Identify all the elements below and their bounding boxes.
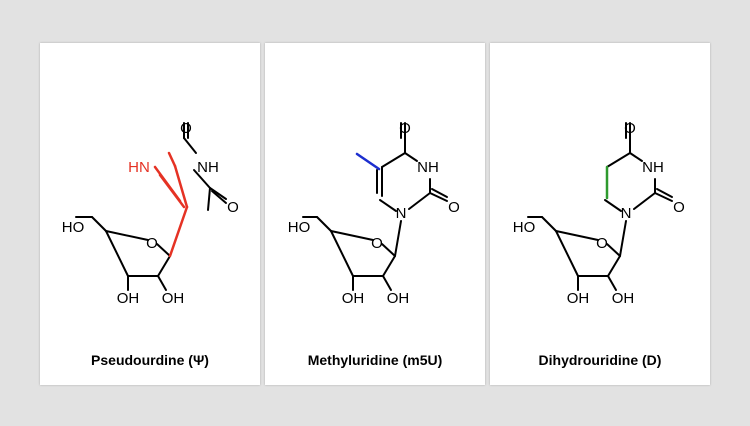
pseudouridine-structure: O HN NH O O HO OH OH [62,120,239,307]
atom-nh: NH [197,159,219,176]
atom-o-right: O [673,199,685,216]
atom-ho: HO [513,219,536,236]
atom-o-right: O [227,199,239,216]
pseudouridine-highlight-bonds [153,151,189,258]
atom-o-ring: O [596,235,608,252]
methyluridine-structure: O NH N O O HO OH OH [288,120,460,307]
atom-nh: NH [642,159,664,176]
atom-n: N [396,205,407,222]
caption-methyluridine: Methyluridine (m5U) [307,352,443,368]
atom-n: N [621,205,632,222]
atom-ho: HO [62,219,85,236]
dihydrouridine-structure: O NH N O O HO OH OH [513,120,685,307]
atom-o-top: O [180,120,192,137]
caption-pseudouridine: Pseudourdine (Ψ) [91,352,209,368]
pseudouridine-bonds [75,122,227,291]
atom-oh-left: OH [567,290,590,307]
atom-ho: HO [288,219,311,236]
atom-oh-left: OH [342,290,365,307]
atom-o-ring: O [371,235,383,252]
atom-o-right: O [448,199,460,216]
atom-o-top: O [624,120,636,137]
card-methyluridine: O NH N O O HO OH OH Methyluridine (m5U) [265,43,485,385]
atom-o-top: O [399,120,411,137]
atom-oh-right: OH [387,290,410,307]
atom-oh-right: OH [162,290,185,307]
methyluridine-highlight-bonds [355,152,381,171]
atom-nh: NH [417,159,439,176]
dihydrouridine-bonds [527,122,673,291]
atom-hn-highlight: HN [128,159,150,176]
card-dihydrouridine: O NH N O O HO OH OH Dihydrouridine (D) [490,43,710,385]
caption-dihydrouridine: Dihydrouridine (D) [538,352,662,368]
atom-oh-left: OH [117,290,140,307]
methyluridine-bonds [302,122,448,291]
atom-oh-right: OH [612,290,635,307]
atom-o-ring: O [146,235,158,252]
card-pseudouridine: O HN NH O O HO OH OH Pseudourdine (Ψ) [40,43,260,385]
